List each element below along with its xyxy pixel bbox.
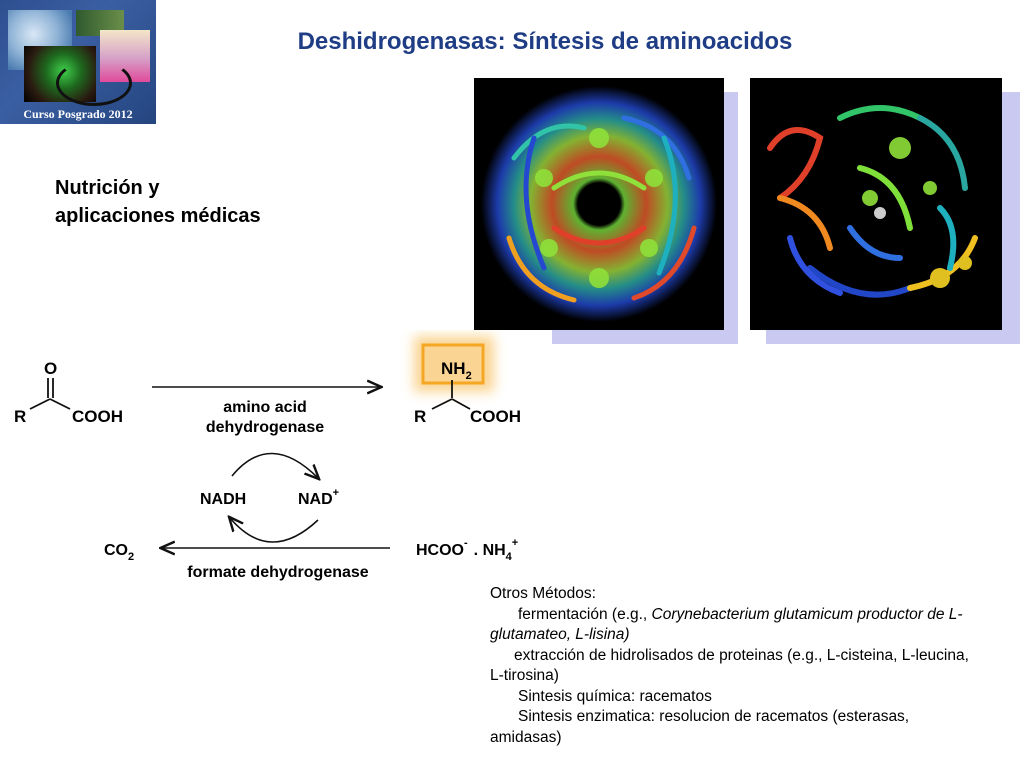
monomer-ribbon-art bbox=[767, 105, 978, 298]
reaction-scheme: O R COOH amino acid dehydrogenase NH2 R … bbox=[14, 336, 521, 581]
substrate-r-group: R bbox=[14, 407, 26, 426]
section-subtitle: Nutrición y aplicaciones médicas bbox=[55, 174, 355, 230]
co2-label: CO2 bbox=[104, 542, 134, 563]
other-methods-list: Otros Métodos: fermentación (e.g., Coryn… bbox=[490, 584, 970, 748]
method-item: fermentación (e.g., Corynebacterium glut… bbox=[490, 605, 963, 644]
subtitle-line-2: aplicaciones médicas bbox=[55, 205, 261, 227]
protein-structure-image-monomer bbox=[750, 78, 1002, 330]
methods-heading: Otros Métodos: bbox=[490, 585, 596, 602]
nh2-highlight-box bbox=[421, 343, 485, 385]
hexamer-ribbon-art bbox=[481, 86, 717, 322]
method-item: Sintesis química: racematos bbox=[518, 687, 712, 705]
subtitle-line-1: Nutrición y bbox=[55, 177, 160, 199]
product-r-group: R bbox=[414, 407, 426, 426]
formate-label: HCOO-. NH4+ bbox=[416, 537, 518, 563]
slide-title: Deshidrogenasas: Síntesis de aminoacidos bbox=[297, 28, 793, 55]
nad-label: NAD+ bbox=[298, 487, 339, 508]
logo-caption: Curso Posgrado 2012 bbox=[23, 107, 133, 121]
substrate-cooh: COOH bbox=[72, 407, 123, 426]
enzyme-label-line-1: amino acid bbox=[223, 399, 307, 416]
course-logo: Curso Posgrado 2012 bbox=[0, 0, 156, 124]
cofactor-arrow-top bbox=[231, 452, 318, 478]
substrate-cooh-bond bbox=[49, 398, 71, 410]
nadh-label: NADH bbox=[200, 491, 246, 508]
formate-dehydrogenase-label: formate dehydrogenase bbox=[187, 564, 368, 581]
method-item: extracción de hidrolisados de proteinas … bbox=[490, 646, 969, 685]
product-cooh-bond bbox=[451, 398, 471, 410]
product-cooh: COOH bbox=[470, 407, 521, 426]
substrate-r-bond bbox=[29, 398, 51, 410]
substrate-oxygen: O bbox=[44, 359, 57, 378]
method-item: Sintesis enzimatica: resolucion de racem… bbox=[490, 708, 910, 746]
cofactor-arrow-bottom bbox=[230, 518, 319, 543]
enzyme-label-line-2: dehydrogenase bbox=[206, 419, 324, 436]
protein-structure-image-hexamer bbox=[474, 78, 724, 330]
logo-ring bbox=[56, 60, 132, 106]
product-r-bond bbox=[431, 398, 453, 410]
product-amine: NH2 bbox=[441, 359, 472, 382]
